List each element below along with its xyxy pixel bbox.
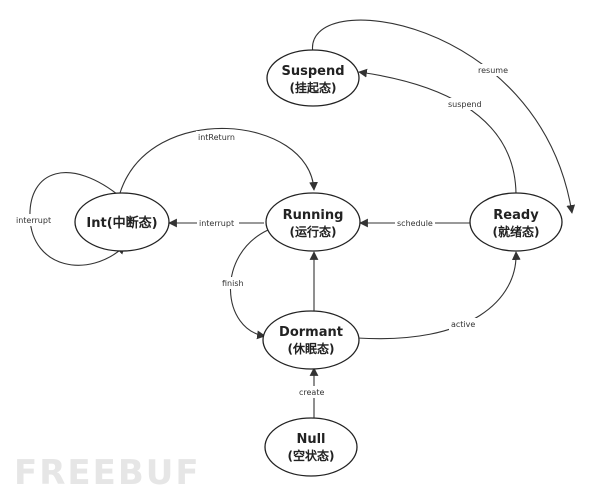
label-interrupt-self: interrupt	[16, 216, 51, 225]
label-intreturn: intReturn	[198, 133, 235, 142]
edge-finish	[229, 229, 269, 340]
edge-suspend	[358, 68, 517, 195]
edge-labels: resume suspend intReturn interrupt inter…	[14, 64, 510, 398]
label-suspend: suspend	[448, 100, 482, 109]
state-int[interactable]: Int(中断态)	[74, 192, 170, 252]
state-ready-title: Ready	[493, 208, 539, 223]
state-suspend[interactable]: Suspend (挂起态)	[266, 49, 360, 107]
label-create: create	[299, 388, 324, 397]
state-suspend-subtitle: (挂起态)	[290, 80, 337, 95]
state-dormant-title: Dormant	[279, 325, 343, 340]
watermark-text: FREEBUF	[14, 453, 201, 492]
state-ready[interactable]: Ready (就绪态)	[469, 192, 563, 252]
state-ready-subtitle: (就绪态)	[493, 224, 540, 239]
edge-active	[356, 251, 521, 340]
state-null-subtitle: (空状态)	[288, 448, 335, 463]
label-interrupt: interrupt	[199, 219, 234, 228]
label-schedule: schedule	[397, 219, 433, 228]
edge-resume	[312, 19, 576, 214]
watermark: FREEBUF	[14, 453, 201, 492]
state-null[interactable]: Null (空状态)	[264, 417, 358, 477]
state-suspend-title: Suspend	[281, 64, 344, 79]
edge-intreturn	[119, 127, 318, 194]
state-running-title: Running	[283, 208, 344, 223]
state-int-title: Int(中断态)	[86, 215, 157, 231]
label-active: active	[451, 320, 475, 329]
state-dormant-subtitle: (休眠态)	[288, 341, 335, 356]
state-running-subtitle: (运行态)	[290, 224, 337, 239]
state-null-title: Null	[296, 432, 325, 447]
state-running[interactable]: Running (运行态)	[265, 192, 361, 252]
label-resume: resume	[478, 66, 508, 75]
state-dormant[interactable]: Dormant (休眠态)	[262, 310, 360, 370]
label-finish: finish	[222, 279, 244, 288]
